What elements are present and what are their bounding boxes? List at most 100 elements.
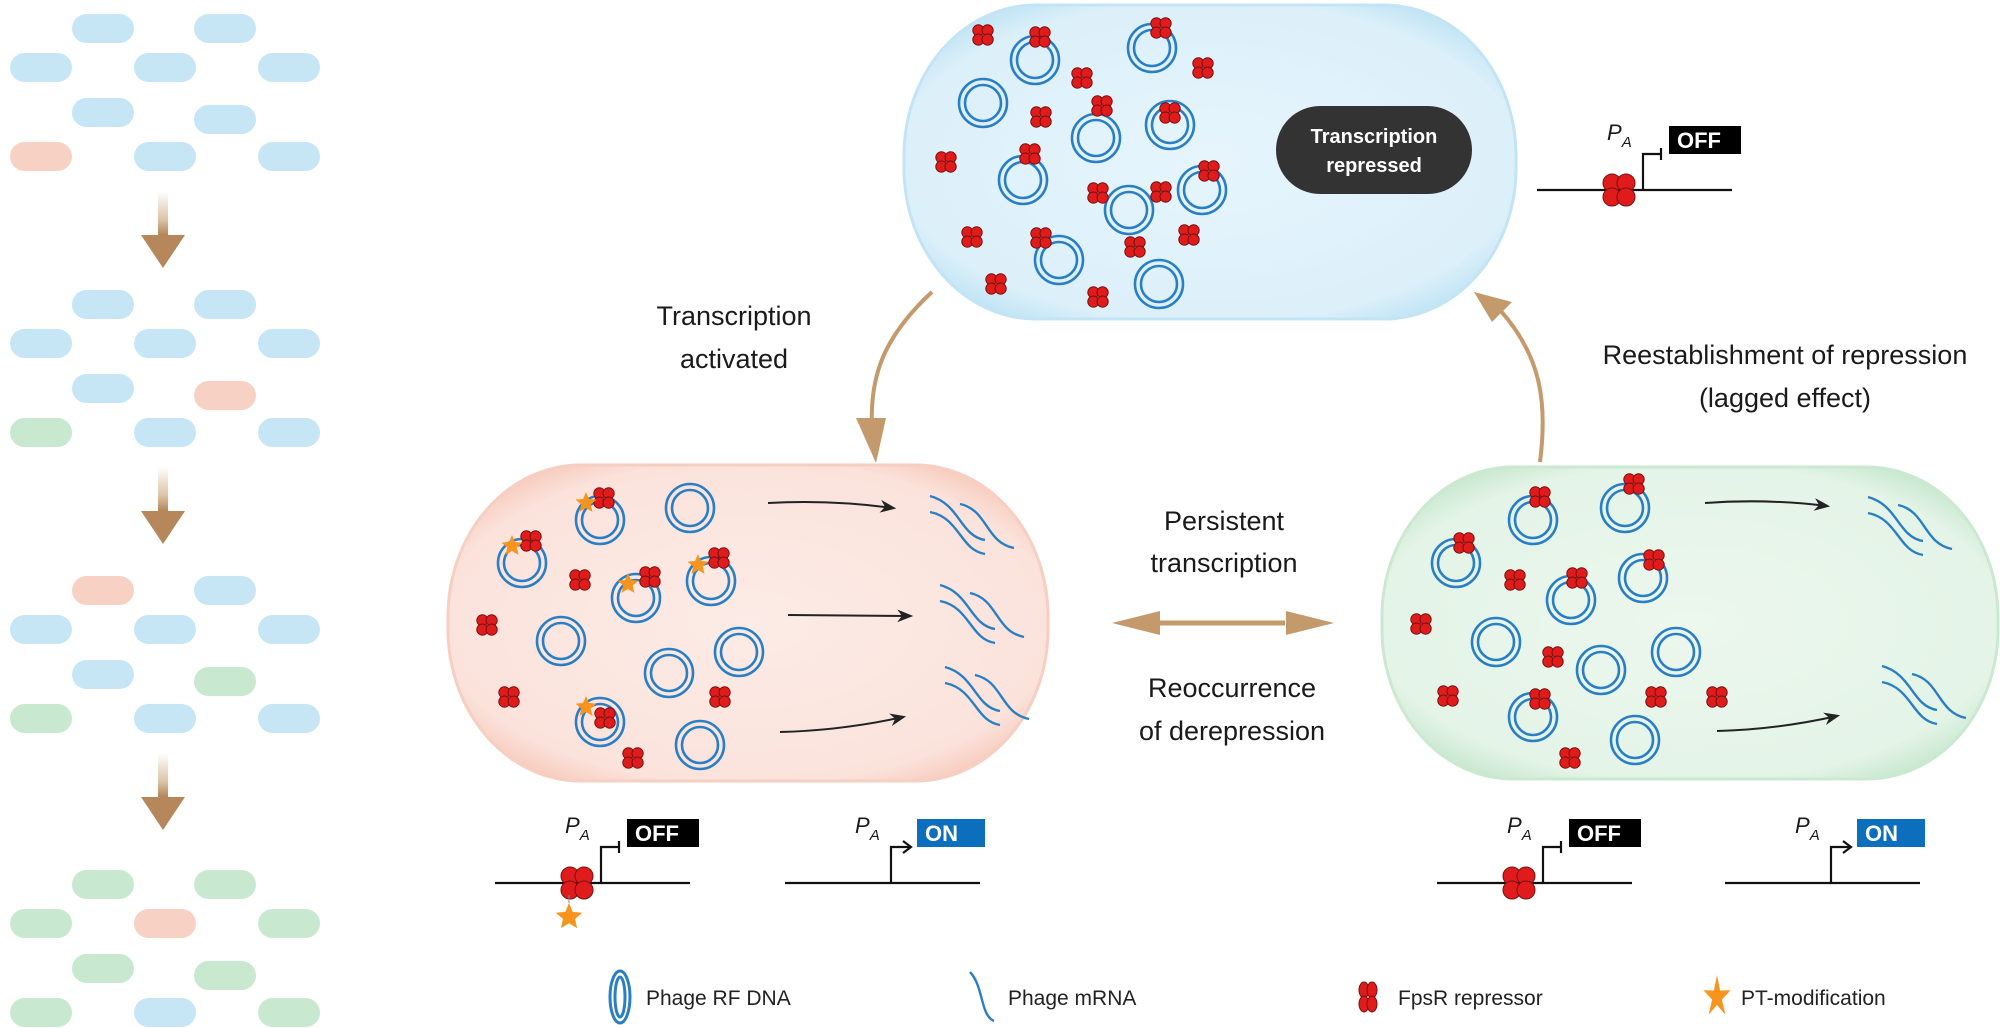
off-status-box (1669, 126, 1741, 154)
promoter-arrow (889, 845, 909, 883)
legend-item: FpsR repressor (1358, 981, 1543, 1013)
bacterium-blue (258, 329, 320, 358)
phage-rf-dna-icon (610, 572, 662, 624)
promoter-label: PA (855, 813, 880, 844)
fpsr-repressor-icon (961, 226, 983, 248)
transcription-arrow (767, 499, 897, 513)
reestablish-label-line2: (lagged effect) (1699, 383, 1871, 413)
bacterium-green (10, 418, 72, 447)
phage-mrna-icon (944, 665, 1030, 727)
reoccur-label-line2: of derepression (1139, 716, 1325, 746)
population-stage (10, 290, 320, 447)
bacterium-blue (72, 98, 134, 127)
bacterium-blue (72, 14, 134, 43)
off-status-box (627, 819, 699, 847)
pt-modification-icon (1703, 975, 1731, 1015)
fpsr-repressor-icon (1645, 686, 1667, 708)
fpsr-repressor-icon (1437, 685, 1459, 707)
bacterium-blue (134, 615, 196, 644)
fpsr-repressor-icon (1124, 236, 1146, 258)
bacterium-red (10, 142, 72, 171)
fpsr-repressor-icon (1029, 26, 1051, 48)
phage-rf-dna-icon (664, 482, 716, 534)
progression-arrow (141, 753, 185, 830)
transcription-arrow (1704, 498, 1831, 511)
legend-item: Phage RF DNA (608, 969, 791, 1025)
fpsr-repressor-icon (1453, 532, 1475, 554)
fpsr-repressor-icon (709, 686, 731, 708)
promoter-arrow (1641, 152, 1661, 190)
legend-item: PT-modification (1703, 975, 1886, 1015)
fpsr-repressor-icon (1019, 143, 1041, 165)
reoccur-label-line1: Reoccurrence (1148, 673, 1316, 703)
fpsr-repressor-icon (1566, 567, 1588, 589)
pt-modification-icon (501, 535, 523, 555)
phage-rf-dna-icon (713, 626, 765, 678)
activated-label-line2: activated (680, 344, 788, 374)
phage-rf-dna-icon (535, 615, 587, 667)
bacterium-green (194, 961, 256, 990)
bacterium-blue (134, 418, 196, 447)
bacterium-blue (194, 14, 256, 43)
fpsr-repressor-icon (972, 24, 994, 46)
transition-arrows (856, 290, 1545, 635)
progression-arrow (141, 191, 185, 268)
fpsr-repressor-icon (1192, 57, 1214, 79)
fpsr-repressor-icon (498, 686, 520, 708)
repressed-cell-contents (935, 17, 1228, 310)
fpsr-repressor-icon (1178, 224, 1200, 246)
status-label: OFF (1677, 128, 1721, 153)
phage-rf-dna-icon (1599, 482, 1651, 534)
fpsr-repressor-icon (1087, 182, 1109, 204)
fpsr-repressor-icon (1091, 95, 1113, 117)
bacterium-blue (72, 374, 134, 403)
pt-modification-icon (617, 573, 639, 593)
bidirectional-arrow (1112, 611, 1334, 635)
phage-mrna-icon (929, 494, 1015, 556)
phage-rf-dna-icon (1470, 616, 1522, 668)
transcription-arrow (1716, 712, 1841, 732)
cell-derepressed (446, 463, 1050, 783)
phage-rf-dna-icon (608, 969, 632, 1025)
fpsr-repressor-icon (520, 530, 542, 552)
fpsr-repressor-icon (1030, 106, 1052, 128)
bacterium-blue (258, 53, 320, 82)
fpsr-repressor-icon (476, 614, 498, 636)
fpsr-repressor-icon (935, 151, 957, 173)
fpsr-repressor-icon (1623, 473, 1645, 495)
fpsr-repressor-icon (708, 547, 730, 569)
bacterium-red (134, 909, 196, 938)
population-stage (10, 14, 320, 171)
legend-label: Phage RF DNA (646, 987, 791, 1010)
bacterium-blue (10, 615, 72, 644)
on-status-box (1857, 819, 1925, 847)
activation-arrowhead (856, 418, 886, 463)
bacterium-green (194, 870, 256, 899)
fpsr-repressor-icon (1529, 688, 1551, 710)
phage-rf-dna-icon (1575, 644, 1627, 696)
activation-arrow (869, 290, 934, 431)
bacterium-blue (134, 53, 196, 82)
fpsr-repressor-icon (1150, 17, 1172, 39)
legend-label: PT-modification (1741, 987, 1886, 1010)
bound-repressor-icon (560, 866, 594, 900)
phage-rf-dna-icon (1650, 626, 1702, 678)
phage-mrna-icon (1881, 664, 1967, 726)
status-label: ON (1865, 821, 1898, 846)
bacterium-green (10, 998, 72, 1027)
pt-modification-icon (687, 554, 709, 574)
bacterium-blue (134, 704, 196, 733)
promoter-arrow (1541, 845, 1561, 883)
cell-population-panel (10, 14, 320, 1027)
fpsr-repressor-icon (1559, 747, 1581, 769)
fpsr-repressor-icon (985, 273, 1007, 295)
fpsr-repressor-icon (569, 569, 591, 591)
phage-mrna-icon (1867, 495, 1953, 557)
promoter-label: PA (565, 813, 590, 844)
fpsr-repressor-icon (1504, 569, 1526, 591)
bacterium-blue (72, 290, 134, 319)
persistent-label-line2: transcription (1150, 548, 1297, 578)
